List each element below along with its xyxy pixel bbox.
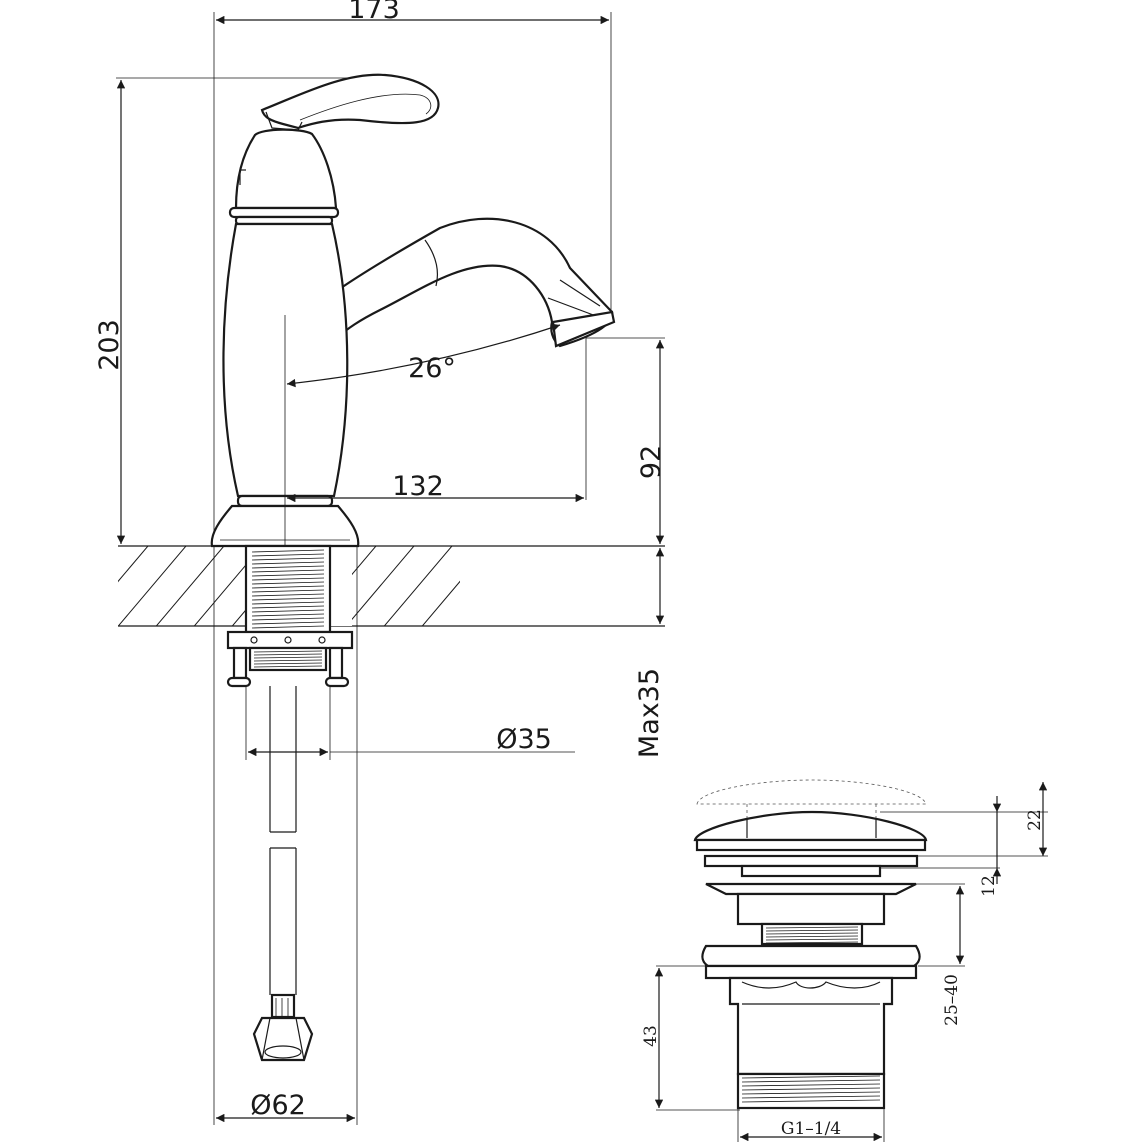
faucet-drawing: 173 203 92 Max35 132 26° Ø35 Ø62 [94, 0, 667, 1125]
drain-thread [736, 1072, 886, 1110]
dim-height-label: 203 [94, 319, 125, 371]
dim-reach-label: 132 [392, 471, 444, 502]
drain-flange [705, 882, 917, 896]
dim-spout-height-label: 92 [636, 445, 667, 479]
collar-ring [228, 206, 340, 219]
handle-lever [260, 73, 440, 130]
dim-width-label: 173 [348, 0, 400, 25]
drain-basin-flange [701, 944, 921, 968]
dim-hole-diameter-label: Ø35 [496, 724, 552, 755]
supply-hose [252, 686, 314, 1062]
drain-body [728, 976, 894, 1076]
threaded-shank [244, 544, 332, 634]
dim-max-thickness-label: Max35 [634, 668, 665, 758]
drain-cap [693, 810, 928, 842]
dim-base-diameter-label: Ø62 [250, 1090, 306, 1121]
dim-adjust-range-label: 25–40 [942, 974, 962, 1026]
dim-body-height-label: 43 [641, 1025, 661, 1047]
handle-cap [234, 128, 338, 210]
mounting-bolt-right [328, 646, 344, 680]
dim-angle-arc [286, 323, 561, 388]
drain-cap-raised [696, 779, 927, 805]
drain-drawing: 22 12 25–40 43 G1–1/4 [641, 779, 1048, 1142]
mounting-bracket [226, 630, 354, 650]
dim-angle-label: 26° [408, 353, 456, 384]
dim-flange-height-label: 12 [979, 875, 999, 897]
mounting-bolt-left [232, 646, 248, 680]
dim-thread-label: G1–1/4 [781, 1119, 841, 1139]
countertop-section [118, 545, 665, 627]
dim-cap-height-label: 22 [1025, 809, 1045, 831]
